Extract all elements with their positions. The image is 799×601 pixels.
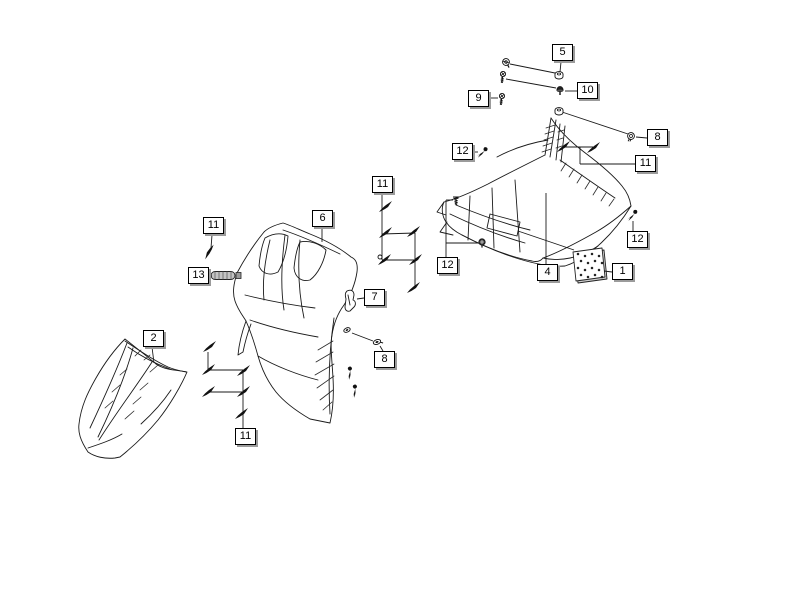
leader-line — [351, 332, 374, 342]
callout-8[interactable]: 8 — [647, 129, 668, 146]
callout-11-2[interactable]: 11 — [372, 176, 393, 193]
callout-7[interactable]: 7 — [364, 289, 385, 306]
part-1-mat-drawing — [572, 247, 608, 284]
clip-icon — [409, 254, 422, 265]
callout-11-4[interactable]: 11 — [235, 428, 256, 445]
part-13-pin-drawing — [210, 271, 242, 280]
tack-screw-icon — [452, 196, 460, 206]
black-screw-icon — [347, 383, 362, 399]
mat-texture-dots — [576, 252, 604, 279]
callout-10[interactable]: 10 — [577, 82, 598, 99]
flange-nut-icon — [554, 71, 564, 80]
leader-line — [559, 61, 562, 73]
clip-icon — [201, 244, 218, 260]
dome-nut-icon — [556, 85, 564, 96]
pan-screw-icon — [498, 70, 507, 84]
leader-line — [603, 270, 613, 273]
leader-line — [505, 78, 557, 89]
leader-line — [379, 345, 384, 352]
black-screw-icon — [342, 365, 357, 381]
callout-11-3[interactable]: 11 — [203, 217, 224, 234]
clip-icon — [237, 386, 250, 397]
pan-screw-icon — [497, 92, 506, 106]
flange-bolt-icon — [500, 57, 512, 69]
clip-icon — [587, 142, 600, 153]
leader-line — [517, 230, 575, 251]
clip-icon — [407, 226, 420, 237]
callout-6[interactable]: 6 — [312, 210, 333, 227]
callout-4[interactable]: 4 — [537, 264, 558, 281]
clip-icon — [202, 386, 215, 397]
leader-line — [381, 232, 416, 235]
callout-8-2[interactable]: 8 — [374, 351, 395, 368]
loop-clip-icon — [377, 253, 392, 266]
clip-icon — [379, 201, 392, 212]
clip-icon — [237, 365, 250, 376]
callout-13[interactable]: 13 — [188, 267, 209, 284]
rivet-b-icon — [372, 337, 384, 347]
callout-2[interactable]: 2 — [143, 330, 164, 347]
part-6-inner-cover-drawing — [233, 222, 358, 424]
leader-line — [509, 63, 556, 74]
part-4-footboard-drawing — [436, 117, 632, 267]
grommet-icon — [625, 131, 637, 143]
leader-line — [635, 136, 648, 139]
clip-icon — [235, 408, 248, 419]
callout-1[interactable]: 1 — [612, 263, 633, 280]
clip-icon — [203, 341, 216, 352]
hardware-icons-layer — [201, 57, 638, 419]
rivet-a-icon — [342, 326, 352, 334]
callout-9[interactable]: 9 — [468, 90, 489, 107]
clip-icon — [202, 364, 215, 375]
part-7-bracket-drawing — [344, 289, 356, 312]
black-screw-icon — [626, 209, 638, 222]
leader-line — [356, 297, 365, 300]
clip-icon — [379, 227, 392, 238]
callout-11[interactable]: 11 — [635, 155, 656, 172]
leader-line — [151, 346, 155, 364]
leader-line — [210, 234, 213, 249]
clip-icon — [407, 282, 420, 293]
callout-leader-lines — [151, 61, 648, 428]
leader-line — [561, 111, 629, 135]
flange-nut-icon — [554, 107, 564, 116]
part-2-front-cover-drawing — [78, 338, 188, 459]
black-screw-icon — [476, 145, 488, 159]
callout-12[interactable]: 12 — [452, 143, 473, 160]
callout-12-3[interactable]: 12 — [437, 257, 458, 274]
callout-12-2[interactable]: 12 — [627, 231, 648, 248]
callout-5[interactable]: 5 — [552, 44, 573, 61]
